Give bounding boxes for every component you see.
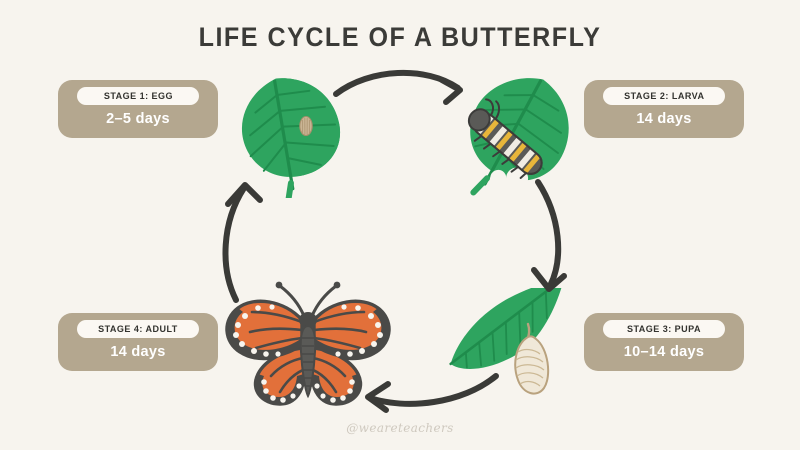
stage-duration-egg: 2–5 days xyxy=(106,111,170,127)
stage-duration-pupa: 10–14 days xyxy=(623,344,705,360)
stage-label-larva: STAGE 2: LARVA xyxy=(623,90,705,102)
page-title: LIFE CYCLE OF A BUTTERFLY xyxy=(198,22,602,52)
arrow-pupa-to-adult-icon xyxy=(352,370,502,425)
arrow-egg-to-larva-icon xyxy=(330,58,480,123)
chrysalis-icon xyxy=(514,322,550,395)
stage-card-pupa[interactable]: STAGE 3: PUPA 10–14 days xyxy=(584,313,744,371)
stage-label-adult: STAGE 4: ADULT xyxy=(98,323,178,335)
stage-card-larva[interactable]: STAGE 2: LARVA 14 days xyxy=(584,80,744,138)
butterfly-egg-icon xyxy=(299,115,313,137)
stage-duration-adult: 14 days xyxy=(110,344,166,360)
stage-card-egg[interactable]: STAGE 1: EGG 2–5 days xyxy=(58,80,218,138)
stage-label-egg: STAGE 1: EGG xyxy=(103,90,173,102)
monarch-butterfly-icon xyxy=(218,276,398,416)
arrow-adult-to-egg-icon xyxy=(206,176,276,311)
stage-label-pill-egg: STAGE 1: EGG xyxy=(77,87,199,105)
stage-duration-larva: 14 days xyxy=(636,111,692,127)
leaf-with-caterpillar-icon xyxy=(448,70,598,215)
leaf-with-egg-icon xyxy=(222,68,362,204)
monarch-caterpillar-icon xyxy=(467,98,543,179)
stage-card-adult[interactable]: STAGE 4: ADULT 14 days xyxy=(58,313,218,371)
watermark: @weareteachers xyxy=(346,421,454,435)
leaf-with-chrysalis-icon xyxy=(430,276,600,413)
stage-label-pupa: STAGE 3: PUPA xyxy=(626,323,702,335)
stage-label-pill-larva: STAGE 2: LARVA xyxy=(603,87,725,105)
stage-label-pill-adult: STAGE 4: ADULT xyxy=(77,320,199,338)
stage-label-pill-pupa: STAGE 3: PUPA xyxy=(603,320,725,338)
arrow-larva-to-pupa-icon xyxy=(516,176,586,306)
